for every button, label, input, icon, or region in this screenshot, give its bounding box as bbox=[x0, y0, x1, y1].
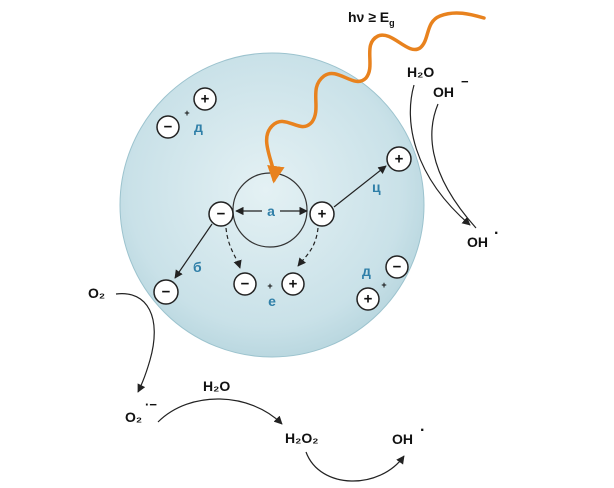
semiconductor-particle bbox=[119, 52, 425, 358]
small-plus: + bbox=[184, 108, 189, 118]
electron-sign: − bbox=[162, 284, 171, 301]
label-a: a bbox=[267, 203, 275, 219]
hole-sign: + bbox=[318, 206, 327, 223]
arrow-peroxide-to-hydroxyl bbox=[305, 451, 405, 482]
water-bottom-label: H₂O bbox=[203, 378, 230, 394]
label-d-right: д bbox=[362, 263, 371, 279]
surface-electron-b: − bbox=[153, 279, 179, 305]
hole-sign: + bbox=[395, 151, 404, 168]
hole-sign: + bbox=[201, 91, 210, 108]
small-plus: + bbox=[381, 280, 386, 290]
photon-energy-label: hν ≥ Eg bbox=[348, 9, 395, 28]
hole-sign: + bbox=[289, 276, 298, 293]
hydroxyl-radical-top: OH bbox=[467, 234, 488, 250]
superoxide-charge: ·− bbox=[145, 397, 157, 412]
water-top-label: H₂O bbox=[407, 64, 434, 80]
hole-a: + bbox=[309, 201, 335, 227]
arrow-superoxide-to-peroxide bbox=[157, 398, 283, 425]
label-b: б bbox=[193, 259, 202, 275]
oxygen-label: O₂ bbox=[88, 285, 105, 301]
electron-a: − bbox=[208, 201, 234, 227]
radical-dot-bottom: · bbox=[420, 422, 425, 439]
photon-wave bbox=[264, 11, 486, 184]
label-e: e bbox=[268, 293, 276, 309]
hole-sign: + bbox=[364, 291, 373, 308]
label-d-top: д bbox=[194, 119, 203, 135]
arrow-oxygen-reduction bbox=[115, 293, 155, 393]
hydroxyl-radical-bottom: OH bbox=[392, 431, 413, 447]
recombination-pair-e: − + + bbox=[233, 272, 305, 296]
hydroxide-label: OH bbox=[433, 84, 454, 100]
electron-sign: − bbox=[164, 119, 173, 136]
arrow-water-oxidation bbox=[409, 84, 471, 226]
small-plus: + bbox=[267, 281, 272, 291]
superoxide-label: O₂ bbox=[125, 409, 142, 425]
arrow-electron-migration bbox=[174, 223, 213, 279]
arrow-hydroxide-oxidation bbox=[431, 103, 477, 229]
surface-hole-c: + bbox=[386, 146, 412, 172]
dashed-arrow-hole bbox=[297, 227, 319, 267]
radical-dot-top: · bbox=[494, 225, 499, 242]
pair-d-right: − + + bbox=[356, 255, 409, 311]
dashed-arrow-electron bbox=[225, 227, 242, 269]
pair-d-top: + + − bbox=[156, 87, 217, 139]
electron-sign: − bbox=[393, 259, 402, 276]
label-c: ц bbox=[372, 179, 381, 195]
hydroxide-charge: − bbox=[461, 74, 469, 89]
electron-sign: − bbox=[241, 276, 250, 293]
arrow-hole-migration bbox=[333, 165, 387, 208]
electron-sign: − bbox=[217, 206, 226, 223]
peroxide-label: H₂O₂ bbox=[285, 430, 318, 446]
